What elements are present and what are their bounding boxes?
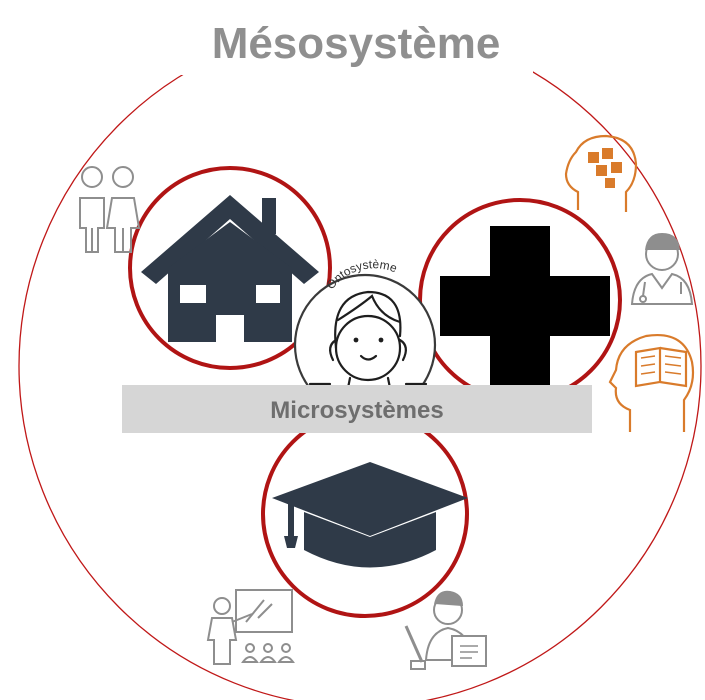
mesosystem-label: Mésosystème	[212, 19, 501, 68]
doctor-icon	[630, 232, 694, 305]
microsystems-band: Microsystèmes	[122, 385, 592, 433]
book-head-icon	[608, 334, 695, 432]
mesosystem-label-backdrop	[178, 15, 533, 75]
puzzle-head-icon	[564, 134, 638, 212]
house-icon	[141, 195, 319, 342]
graduation-cap-icon	[272, 462, 468, 568]
microsystem-school	[261, 410, 469, 618]
microsystem-home	[128, 166, 332, 370]
teacher-classroom-icon	[206, 589, 295, 665]
microsystem-health	[418, 198, 622, 402]
microsystems-label: Microsystèmes	[270, 397, 443, 424]
medical-cross-icon	[440, 226, 610, 386]
student-reading-icon	[404, 590, 487, 670]
parents-icon	[79, 166, 141, 253]
